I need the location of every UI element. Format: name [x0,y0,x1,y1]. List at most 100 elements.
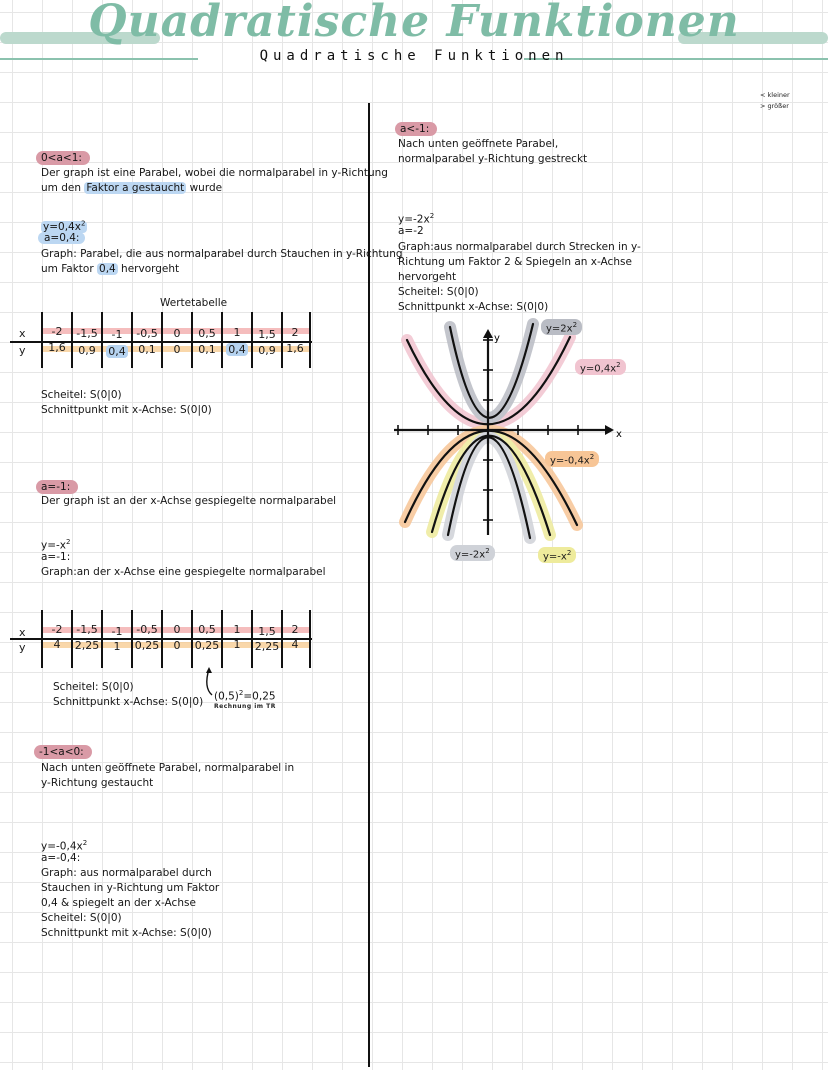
legend-less: < kleiner [760,91,790,99]
subtitle-line-left [0,58,198,60]
section-tag: a<-1: [395,122,438,136]
table-vline [41,312,43,368]
y-cell: 0,9 [78,344,96,357]
y-cell: 4 [291,638,299,651]
equation: y=-2x2 [398,209,434,228]
table-vline [131,312,133,368]
y-cell: 2,25 [74,639,100,652]
equation: y=-0,4x2 [41,836,87,855]
x-cell: 1 [233,326,241,339]
exponent: 2 [82,839,88,847]
table-vline [161,312,163,368]
exponent: 2 [238,689,244,697]
subtitle-line-right [524,58,828,60]
graph-desc: Graph:an der x-Achse eine gespiegelte no… [41,566,326,578]
y-cell: 0,1 [138,343,156,356]
label-text: y=-x [543,551,567,563]
y-band [43,346,311,352]
table-vline [251,312,253,368]
x-cell: 0,5 [198,623,216,636]
curve-neg-1 [430,434,552,537]
exponent: 2 [589,453,595,461]
y-cell: 0,9 [258,344,276,357]
x-cell: -2 [51,623,63,636]
x-cell: 1,5 [258,625,276,638]
table-vline [309,312,311,368]
graph-desc: Graph: Parabel, die aus normalparabel du… [41,248,403,260]
highlight: Faktor a gestaucht [84,182,187,194]
highlight: 0,4 [97,263,118,275]
table-vline [161,610,163,668]
section-desc: Nach unten geöffnete Parabel, normalpara… [41,762,295,774]
equation-highlight: y=0,4x2 [41,219,88,233]
text: hervorgeht [117,263,180,275]
section-tag: a=-1: [36,480,79,494]
y-label: y [19,641,26,654]
section-desc: Der graph ist eine Parabel, wobei die no… [41,167,388,179]
equation-text: y=0,4x [43,220,81,233]
header-bar-left [0,32,160,44]
x-cell: -1,5 [76,623,98,636]
label-text: y=2x [546,323,573,335]
page-title: Quadratische Funktionen [88,0,740,47]
x-cell: -1 [111,625,123,638]
calc-note-sub: Rechnung im TR [214,703,276,710]
equation: y=0,4x2 [41,216,88,235]
section-tag: -1<a<0: [34,745,92,759]
label-text: y=0,4x [580,363,617,375]
y-axis-arrow-icon [483,329,493,338]
y-cell: 2,25 [254,640,280,653]
x-intercept: Schnittpunkt x-Achse: S(0|0) [398,301,549,313]
exponent: 2 [485,547,490,555]
calc-base: (0,5) [214,690,239,703]
table-vline [309,610,311,668]
table-vline [191,312,193,368]
x-cell: 0 [173,327,181,340]
y-cell: 0,4 [226,343,248,356]
vertex: Scheitel: S(0|0) [41,389,122,401]
y-axis-label: y [494,333,500,344]
text: um den [41,182,85,194]
y-cell: 1 [233,638,241,651]
label-text: y=-2x [455,549,486,561]
x-intercept: Schnittpunkt mit x-Achse: S(0|0) [41,927,212,939]
table-vline [101,312,103,368]
equation-text: y=-x [41,539,67,552]
y-cell: 1,6 [286,342,304,355]
table-vline [281,610,283,668]
y-cell: 0,25 [134,639,160,652]
page-subtitle: Quadratische Funktionen [259,48,569,64]
y-cell: 0 [173,343,181,356]
x-cell: 2 [291,326,299,339]
x-cell: -0,5 [136,623,158,636]
x-intercept: Schnittpunkt mit x-Achse: S(0|0) [41,404,212,416]
section-desc-2: normalparabel y-Richtung gestreckt [398,153,588,165]
y-cell: 0,1 [198,343,216,356]
y-label: y [19,344,26,357]
exponent: 2 [566,549,572,557]
y-cell: 0 [173,639,181,652]
exponent: 2 [616,361,621,369]
section-desc-2: y-Richtung gestaucht [41,777,154,789]
curve-2 [448,322,535,419]
graph-desc: Graph: aus normalparabel durch [41,867,212,879]
a-value: a=0,4: [38,231,86,246]
table-title: Wertetabelle [160,297,228,309]
curve-label-neg-0-4x2: y=-0,4x2 [545,451,600,468]
section-desc-2: um den Faktor a gestaucht wurde [41,181,222,196]
curve-neg-0-4 [403,429,579,527]
a-value-highlight: a=0,4: [38,232,86,244]
curve-label-2x2: y=2x2 [541,319,583,336]
table-vline [41,610,43,668]
x-cell: 0 [173,623,181,636]
x-cell: 0,5 [198,327,216,340]
header-bar-right [678,32,828,44]
table-vline [251,610,253,668]
x-cell: -2 [51,325,63,338]
graph-desc-2: Richtung um Faktor 2 & Spiegeln an x-Ach… [398,256,632,268]
exponent: 2 [66,538,71,546]
x-axis-label: x [616,429,622,440]
a-value: a=-1: [41,551,71,563]
section-tag: 0<a<1: [36,151,90,165]
arrow-icon [206,667,213,696]
